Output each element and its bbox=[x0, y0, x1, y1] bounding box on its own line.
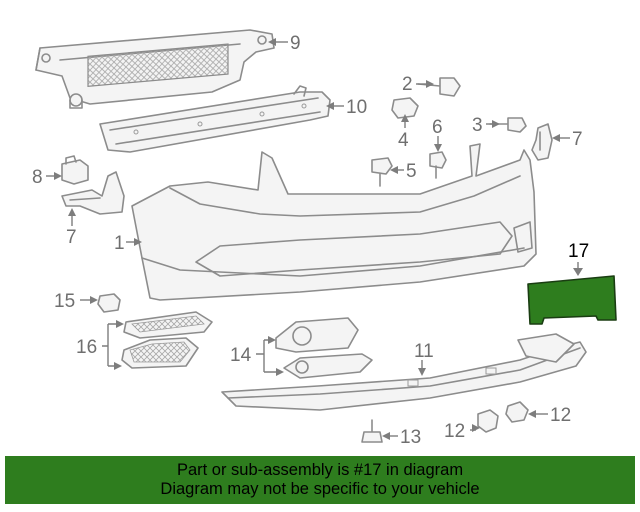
part-9-upper-support bbox=[35, 29, 275, 109]
part-1-bumper-fascia bbox=[131, 143, 537, 301]
callout-16: 16 bbox=[76, 337, 97, 358]
part-6-bolt bbox=[429, 151, 447, 179]
part-5-bolt bbox=[371, 157, 393, 187]
callout-4: 4 bbox=[398, 130, 409, 151]
part-15-fastener bbox=[97, 293, 121, 313]
part-12-bolts bbox=[477, 401, 529, 433]
part-8-sensor bbox=[61, 155, 89, 185]
leader-lines bbox=[46, 38, 583, 440]
callout-9: 9 bbox=[290, 33, 301, 54]
banner-line-2: Diagram may not be specific to your vehi… bbox=[160, 480, 480, 498]
callout-13: 13 bbox=[400, 427, 421, 448]
info-banner: Part or sub-assembly is #17 in diagram D… bbox=[5, 456, 635, 504]
part-13-screw bbox=[361, 419, 383, 443]
part-7-right-bracket bbox=[531, 123, 553, 161]
callout-17: 17 bbox=[568, 241, 589, 262]
banner-line-1: Part or sub-assembly is #17 in diagram bbox=[176, 461, 464, 479]
callout-15: 15 bbox=[54, 291, 75, 312]
parts-diagram: 9 10 2 4 3 6 7 8 5 7 1 17 15 16 14 11 12… bbox=[32, 29, 617, 448]
callout-7-left: 7 bbox=[66, 227, 77, 248]
part-4-push-nut bbox=[391, 97, 419, 119]
part-17-highlighted-panel bbox=[527, 275, 617, 325]
part-16-grille-inserts bbox=[121, 311, 213, 369]
part-7-left-bracket bbox=[61, 171, 125, 215]
callout-12-left: 12 bbox=[444, 421, 465, 442]
part-14-fog-bezels bbox=[275, 317, 373, 379]
callout-11: 11 bbox=[414, 341, 434, 362]
callout-7-right: 7 bbox=[572, 129, 583, 150]
callout-14: 14 bbox=[230, 345, 252, 366]
callout-12-right: 12 bbox=[550, 405, 571, 426]
callout-5: 5 bbox=[406, 161, 417, 182]
callout-labels: 9 10 2 4 3 6 7 8 5 7 1 17 15 16 14 11 12… bbox=[32, 33, 589, 448]
part-11-lower-valance bbox=[221, 333, 587, 411]
callout-1: 1 bbox=[114, 233, 125, 254]
callout-10: 10 bbox=[346, 97, 367, 118]
callout-6: 6 bbox=[432, 117, 443, 138]
part-10-reinforcement-beam bbox=[99, 85, 331, 153]
callout-8: 8 bbox=[32, 167, 43, 188]
part-2-screw bbox=[417, 77, 461, 97]
callout-2: 2 bbox=[402, 74, 413, 95]
callout-3: 3 bbox=[472, 115, 483, 136]
